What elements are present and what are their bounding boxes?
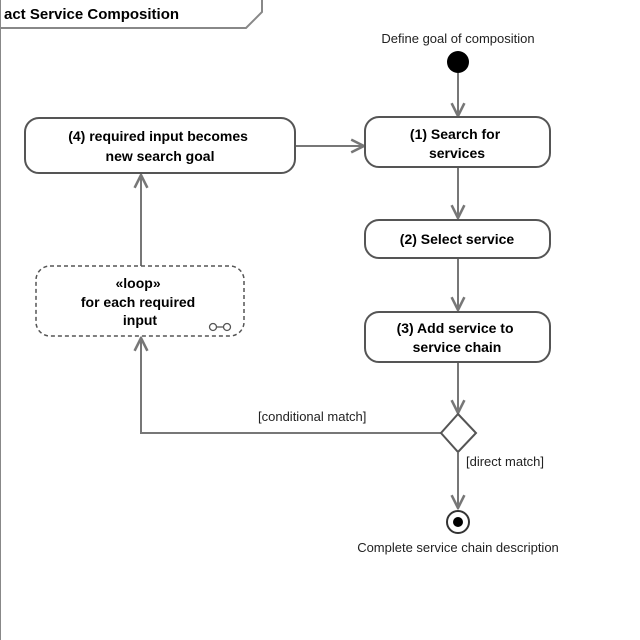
required-line-1: (4) required input becomes	[68, 128, 248, 144]
loop-node: «loop» for each required input	[35, 265, 245, 337]
loop-line-2: for each required	[81, 294, 195, 310]
guard-conditional-match: [conditional match]	[258, 409, 366, 424]
frame-title: act Service Composition	[4, 6, 179, 23]
svg-text:(3) Add service to servi: (3) Add service to service chain	[397, 320, 518, 355]
final-node-label: Complete service chain description	[357, 540, 559, 555]
decision-node	[439, 412, 478, 454]
search-line-1: (1) Search for	[410, 126, 501, 142]
action-required-input-new-goal: (4) required input becomes new search go…	[24, 117, 296, 174]
expansion-icon	[208, 322, 232, 332]
action-search-for-services: (1) Search for services	[364, 116, 551, 168]
search-line-2: services	[429, 145, 485, 161]
initial-node	[447, 51, 469, 73]
action-add-service-to-chain: (3) Add service to service chain	[364, 311, 551, 363]
initial-node-label: Define goal of composition	[381, 31, 534, 46]
edge-conditional-match	[141, 338, 441, 434]
loop-line-3: input	[123, 312, 158, 328]
add-line-1: (3) Add service to	[397, 320, 514, 336]
frame-title-tab	[0, 0, 263, 29]
frame: act Service Composition	[0, 0, 263, 640]
add-line-2: service chain	[413, 339, 502, 355]
svg-text:«loop» for each required: «loop» for each required input	[81, 275, 199, 328]
final-node	[446, 510, 470, 534]
select-label: (2) Select service	[400, 231, 515, 247]
guard-direct-match: [direct match]	[466, 454, 544, 469]
svg-text:(4) required input becomes: (4) required input becomes new search go…	[68, 128, 252, 164]
required-line-2: new search goal	[106, 148, 215, 164]
action-select-service: (2) Select service	[364, 219, 551, 259]
svg-text:(1) Search for services: (1) Search for services	[410, 126, 504, 161]
loop-line-1: «loop»	[115, 275, 160, 291]
edges	[141, 73, 458, 508]
